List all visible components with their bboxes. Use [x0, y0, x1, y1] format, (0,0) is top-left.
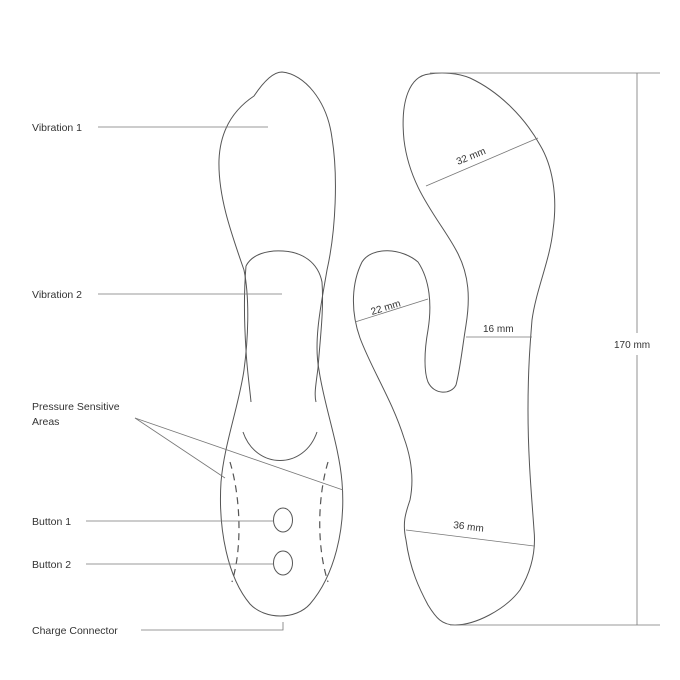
charge-connector-label: Charge Connector	[32, 625, 118, 637]
inner-arm-outline	[245, 250, 324, 403]
inner-tip-width-line	[354, 298, 429, 323]
side-view-body-outline	[352, 72, 556, 626]
inner-tip-width-label: 22 mm	[370, 298, 402, 317]
pressure-leader-right	[134, 417, 344, 491]
tip-width-label: 32 mm	[455, 146, 487, 168]
vibration-2-label: Vibration 2	[32, 289, 82, 301]
handle-width-line	[405, 529, 535, 547]
front-view-body-outline	[218, 71, 344, 617]
front-view	[218, 71, 344, 617]
button-1-icon	[273, 507, 293, 533]
button-2-label: Button 2	[32, 559, 71, 571]
tip-width-line	[425, 137, 539, 187]
pressure-area-right	[319, 461, 329, 583]
inner-arm-left-edge	[244, 265, 252, 403]
vibration-1-label: Vibration 1	[32, 122, 82, 134]
inner-arm-base-arc	[242, 431, 318, 461]
charge-connector-leader	[141, 622, 284, 631]
neck-width-label: 16 mm	[483, 324, 514, 335]
side-view	[352, 72, 556, 626]
total-length-label: 170 mm	[614, 340, 650, 351]
button-1-label: Button 1	[32, 516, 71, 528]
button-2-icon	[273, 550, 293, 576]
labels: Vibration 1 Vibration 2 Pressure Sensiti…	[32, 122, 650, 637]
handle-width-label: 36 mm	[453, 520, 485, 535]
dimension-lines	[354, 72, 660, 626]
pressure-areas-label: Areas	[32, 416, 59, 428]
pressure-sensitive-label: Pressure Sensitive	[32, 401, 120, 413]
pressure-area-left	[229, 461, 240, 583]
pressure-leader-left	[134, 417, 226, 479]
leader-lines	[86, 126, 344, 631]
